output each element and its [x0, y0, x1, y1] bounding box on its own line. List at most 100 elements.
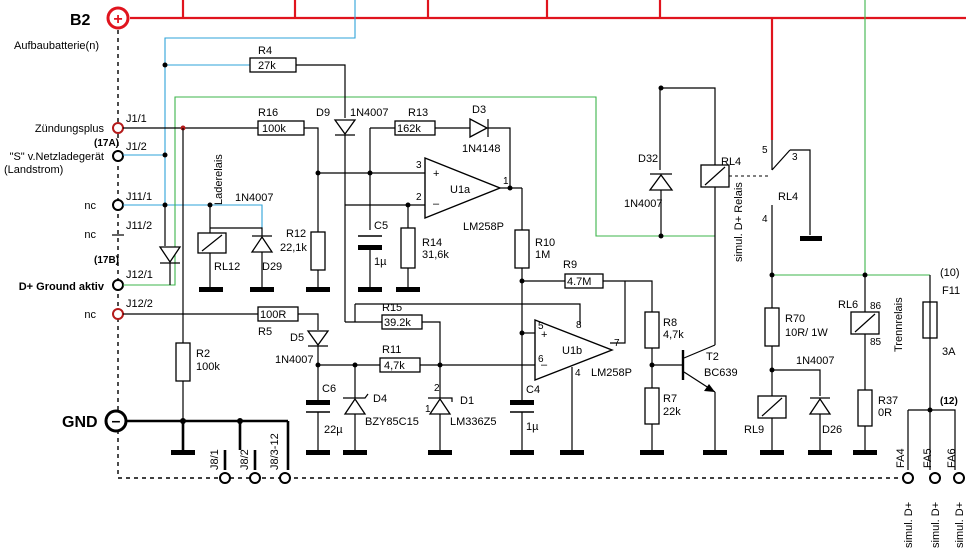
rl4-coil-note: simul. D+ Relais — [733, 182, 745, 262]
pin8: 8 — [576, 320, 582, 331]
r12-value: 22,1k — [280, 242, 307, 254]
r11-name: R11 — [382, 344, 401, 356]
r10-value: 1M — [535, 249, 550, 261]
r14-name: R14 — [422, 237, 442, 249]
t2-transistor: T2 BC639 — [652, 344, 738, 450]
u1b-opamp: + – U1b LM258P 5 6 8 4 7 — [534, 318, 632, 382]
r2-name: R2 — [196, 348, 210, 360]
j1-1-desc: Zündungsplus — [35, 123, 105, 135]
connector-j12-1[interactable]: D+ Ground aktiv J12/1 — [19, 269, 153, 293]
r16-name: R16 — [258, 107, 278, 119]
ground-symbol — [199, 287, 223, 292]
ground-symbol — [306, 287, 330, 292]
ground-symbol — [428, 450, 452, 455]
ground-symbol — [560, 450, 584, 455]
blue-net — [123, 0, 356, 235]
plus-symbol: + — [113, 11, 122, 28]
r10-resistor: R10 1M — [514, 229, 555, 269]
r8-name: R8 — [663, 317, 677, 329]
d1-value: LM336Z5 — [450, 416, 496, 428]
r14-value: 31,6k — [422, 249, 449, 261]
d1-reference: D1 LM336Z5 2 1 — [425, 383, 496, 450]
ground-symbol — [703, 450, 727, 455]
connector-j8-1[interactable] — [219, 472, 231, 484]
d32-value: 1N4007 — [624, 198, 663, 210]
rl12-note: Laderelais — [213, 154, 225, 205]
d5-diode: D5 1N4007 — [275, 330, 330, 366]
d9-name: D9 — [316, 107, 330, 119]
rl6-name: RL6 — [838, 299, 858, 311]
connector-fa5[interactable] — [929, 472, 941, 484]
ground-symbol — [640, 450, 664, 455]
pin5: 5 — [538, 321, 544, 332]
d29-value: 1N4007 — [235, 192, 274, 204]
r16-resistor: R16 100k — [257, 107, 305, 136]
r7-value: 22k — [663, 406, 681, 418]
rl4-pin5: 5 — [762, 145, 768, 156]
connector-j12-2[interactable]: nc J12/2 — [84, 298, 153, 321]
f11-note-top: (10) — [940, 267, 960, 279]
rl12-relay: Laderelais RL12 — [197, 154, 240, 287]
ground-symbol — [306, 450, 330, 455]
r5-name: R5 — [258, 326, 272, 338]
r12-resistor: R12 22,1k — [280, 228, 326, 271]
c5-value: 1µ — [374, 256, 387, 268]
c4-capacitor: C4 1µ — [510, 384, 540, 450]
d4-zener: D4 BZY85C15 — [343, 365, 419, 450]
connector-j1-2[interactable]: "S" v.Netzladegerät (Landstrom) J1/2 — [4, 141, 147, 176]
u1a-minus: – — [433, 198, 440, 210]
j1-2-desc-line2: (Landstrom) — [4, 164, 63, 176]
fa4-label: FA4 — [895, 448, 907, 468]
ground-symbol — [358, 287, 382, 292]
rl6-relay: RL6 86 85 Trennrelais — [838, 297, 905, 352]
pin4: 4 — [575, 368, 581, 379]
c4-value: 1µ — [526, 421, 539, 433]
j1-2-label: J1/2 — [126, 141, 147, 153]
d5-name: D5 — [290, 332, 304, 344]
j11-1-desc: nc — [84, 200, 96, 212]
rl4-pin4: 4 — [762, 214, 768, 225]
connector-j11-2[interactable]: nc J11/2 — [84, 220, 152, 241]
r7-resistor: R7 22k — [644, 387, 681, 425]
r13-name: R13 — [408, 107, 428, 119]
r12-name: R12 — [286, 228, 306, 240]
r13-resistor: R13 162k — [394, 107, 436, 136]
connector-fa6[interactable] — [953, 472, 965, 484]
c4-name: C4 — [526, 384, 540, 396]
r9-name: R9 — [563, 259, 577, 271]
connector-j11-1[interactable]: nc J11/1 — [84, 191, 152, 212]
ground-symbol — [808, 450, 832, 455]
note-17a: (17A) — [94, 138, 119, 149]
rl6-pin85: 85 — [870, 337, 882, 348]
connector-j8-2[interactable] — [249, 472, 261, 484]
pin2: 2 — [416, 192, 422, 203]
fa6-label: FA6 — [946, 448, 958, 468]
rl4-relay-contact: 5 3 4 RL4 — [762, 140, 811, 275]
b2-terminal[interactable] — [106, 6, 130, 30]
pin3: 3 — [416, 160, 422, 171]
d3-diode: D3 1N4148 — [462, 104, 501, 155]
d5-value: 1N4007 — [275, 354, 314, 366]
ground-symbol — [853, 450, 877, 455]
rl4-relay-coil: RL4 simul. D+ Relais — [700, 156, 745, 262]
r2-resistor: R2 100k — [175, 342, 220, 382]
r2-value: 100k — [196, 361, 220, 373]
r37-value: 0R — [878, 407, 892, 419]
b2-label: B2 — [70, 12, 91, 29]
connector-j8-3[interactable] — [279, 472, 291, 484]
j8-3-label: J8/3-12 — [269, 433, 281, 470]
gnd-label: GND — [62, 414, 98, 431]
d3-name: D3 — [472, 104, 486, 116]
connector-j1-1[interactable]: Zündungsplus J1/1 — [35, 113, 147, 135]
r70-name: R70 — [785, 313, 805, 325]
fa5-simul: simul. D+ — [930, 502, 942, 548]
rl9-relay: RL9 — [744, 395, 787, 450]
fa5-label: FA5 — [922, 448, 934, 468]
gnd-terminal[interactable] — [104, 409, 128, 433]
c5-name: C5 — [374, 220, 388, 232]
connector-fa4[interactable] — [902, 472, 914, 484]
rl12-name: RL12 — [214, 261, 240, 273]
j12-1-label: J12/1 — [126, 269, 153, 281]
d32-name: D32 — [638, 153, 658, 165]
